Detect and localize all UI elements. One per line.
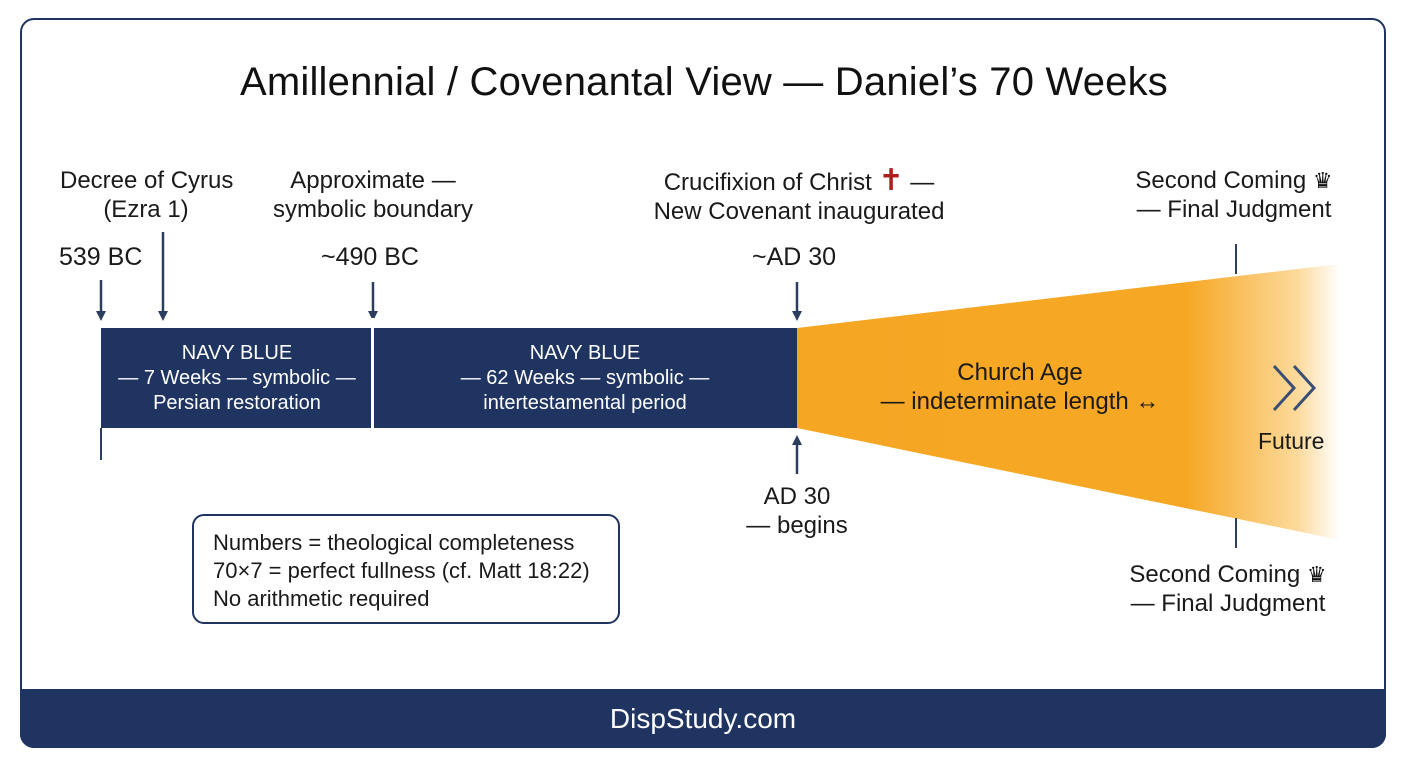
sixty-two-weeks-bar: NAVY BLUE — 62 Weeks — symbolic — intert… xyxy=(373,328,797,428)
page-title: Amillennial / Covenantal View — Daniel’s… xyxy=(239,60,1169,104)
cross-icon: ✝ xyxy=(878,164,904,197)
future-label: Future xyxy=(1258,428,1325,454)
date-490-bc: ~490 BC xyxy=(321,243,419,271)
approximate-boundary-label: Approximate — symbolic boundary xyxy=(272,167,474,223)
info-line: No arithmetic required xyxy=(213,586,430,611)
crown-icon: ♛ xyxy=(1306,562,1327,587)
second-coming-top-label: Second Coming ♛ — Final Judgment xyxy=(1135,167,1333,223)
info-line: 70×7 = perfect fullness (cf. Matt 18:22) xyxy=(213,558,590,583)
bar-divider xyxy=(371,318,374,460)
crown-icon: ♛ xyxy=(1312,168,1333,193)
second-coming-bottom-label: Second Coming ♛ — Final Judgment xyxy=(1129,561,1327,617)
date-ad-30: ~AD 30 xyxy=(752,243,837,271)
info-box: Numbers = theological completeness 70×7 … xyxy=(192,514,620,624)
decree-label: Decree of Cyrus (Ezra 1) xyxy=(60,167,234,223)
info-line: Numbers = theological completeness xyxy=(213,530,575,555)
seven-weeks-bar: NAVY BLUE — 7 Weeks — symbolic — Persian… xyxy=(101,328,373,428)
church-age-label: Church Age — indeterminate length ↔ xyxy=(880,359,1160,415)
footer-site-name: DispStudy.com xyxy=(20,689,1386,748)
church-age-wedge xyxy=(797,264,1340,540)
date-539-bc: 539 BC xyxy=(59,243,143,271)
ad30-begins-label: AD 30 — begins xyxy=(746,483,848,539)
double-chevron-right-icon xyxy=(1272,364,1317,412)
crucifixion-label: Crucifixion of Christ ✝ — New Covenant i… xyxy=(653,164,945,226)
